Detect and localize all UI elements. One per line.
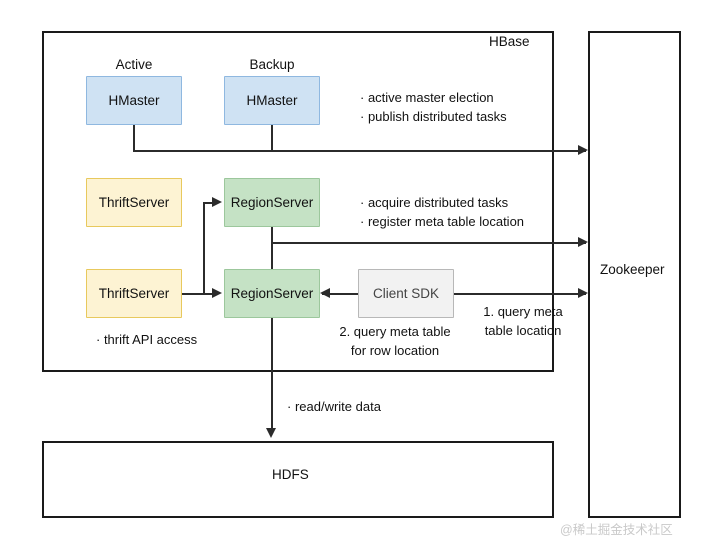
- annotation-region-tasks-line1: · acquire distributed tasks: [360, 195, 509, 210]
- annotation-master-tasks-line1: · active master election: [360, 90, 494, 105]
- connector-thrift-bottom-out: [182, 293, 204, 295]
- annotation-query-meta-location-line2: table location: [484, 323, 562, 338]
- annotation-query-meta-row-line1: 2. query meta table: [339, 324, 451, 339]
- annotation-query-meta-location-line1: 1. query meta: [483, 304, 563, 319]
- annotation-query-meta-row-line2: for row location: [350, 343, 440, 358]
- node-region-server-bottom-label: RegionServer: [230, 286, 314, 301]
- zookeeper-label: Zookeeper: [600, 262, 665, 277]
- hmaster-active-caption: Active: [115, 57, 153, 72]
- annotation-master-tasks-line2: · publish distributed tasks: [360, 109, 507, 124]
- arrowhead-region-to-zookeeper: [578, 237, 588, 247]
- connector-client-to-zookeeper: [454, 293, 586, 295]
- arrowhead-hmaster-to-zookeeper: [578, 145, 588, 155]
- node-hmaster-backup-label: HMaster: [246, 93, 298, 108]
- arrowhead-client-to-zookeeper: [578, 288, 588, 298]
- arrowhead-region-to-hdfs: [266, 428, 276, 438]
- connector-region-to-zookeeper: [271, 242, 586, 245]
- node-thrift-server-top-label: ThriftServer: [98, 195, 170, 210]
- node-thrift-server-top[interactable]: ThriftServer: [86, 178, 182, 227]
- node-hmaster-active-label: HMaster: [108, 93, 160, 108]
- annotation-read-write-line1: · read/write data: [287, 399, 381, 414]
- node-region-server-bottom[interactable]: RegionServer: [224, 269, 320, 318]
- hmaster-backup-caption: Backup: [249, 57, 295, 72]
- arrowhead-thrift-to-region-bottom: [212, 288, 222, 298]
- hbase-container-label: HBase: [489, 34, 530, 49]
- node-thrift-server-bottom[interactable]: ThriftServer: [86, 269, 182, 318]
- hdfs-label: HDFS: [272, 467, 309, 482]
- connector-region-to-hdfs: [271, 318, 273, 430]
- node-client-sdk[interactable]: Client SDK: [358, 269, 454, 318]
- annotation-region-tasks: · acquire distributed tasks · register m…: [360, 193, 524, 231]
- node-region-server-top-label: RegionServer: [230, 195, 314, 210]
- annotation-read-write: · read/write data: [287, 397, 381, 416]
- connector-region-top-drop: [271, 227, 273, 271]
- connector-active-hmaster-drop: [133, 125, 135, 151]
- connector-hmaster-to-zookeeper: [133, 150, 586, 152]
- node-region-server-top[interactable]: RegionServer: [224, 178, 320, 227]
- hdfs-box: [42, 441, 554, 518]
- node-hmaster-active[interactable]: HMaster: [86, 76, 182, 125]
- arrowhead-client-to-region: [320, 288, 330, 298]
- annotation-master-tasks: · active master election · publish distr…: [360, 88, 507, 126]
- node-thrift-server-bottom-label: ThriftServer: [98, 286, 170, 301]
- zookeeper-box: [588, 31, 681, 518]
- annotation-query-meta-row: 2. query meta table for row location: [328, 322, 462, 360]
- node-client-sdk-label: Client SDK: [372, 286, 440, 301]
- annotation-thrift-api: · thrift API access: [96, 330, 197, 349]
- annotation-thrift-api-line1: · thrift API access: [96, 332, 198, 347]
- watermark: @稀土掘金技术社区: [560, 523, 673, 537]
- connector-backup-hmaster-drop: [271, 125, 273, 151]
- arrowhead-thrift-to-region-top: [212, 197, 222, 207]
- connector-thrift-to-region-bottom: [203, 293, 214, 295]
- connector-client-to-region: [322, 293, 358, 295]
- annotation-region-tasks-line2: · register meta table location: [360, 214, 525, 229]
- annotation-query-meta-location: 1. query meta table location: [470, 302, 576, 340]
- connector-thrift-to-region-top: [203, 202, 214, 204]
- connector-thrift-riser: [203, 202, 205, 294]
- node-hmaster-backup[interactable]: HMaster: [224, 76, 320, 125]
